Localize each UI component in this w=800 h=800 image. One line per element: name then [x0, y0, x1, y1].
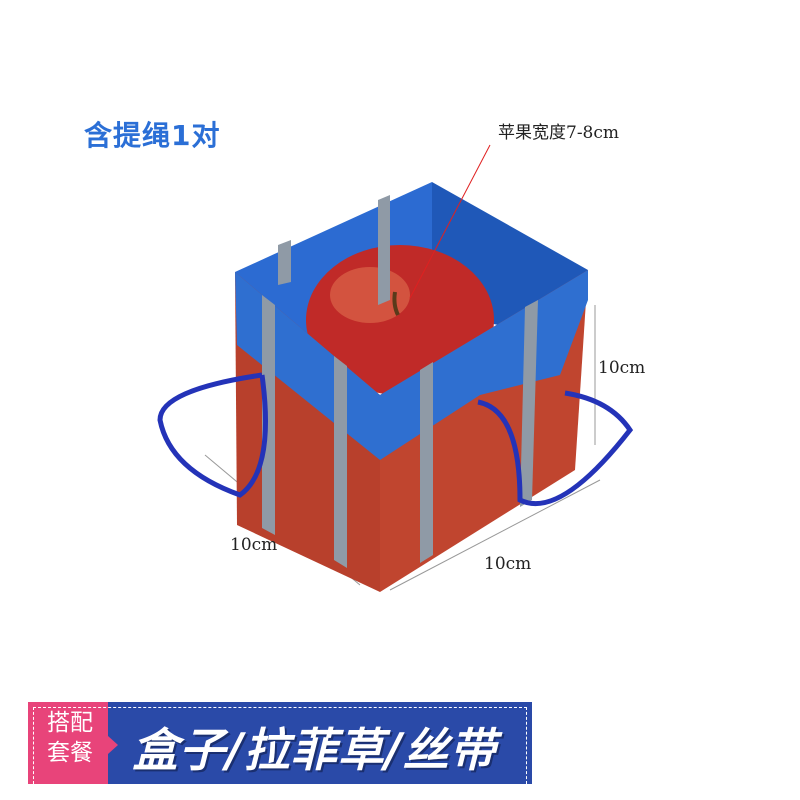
width-label: 10cm: [484, 554, 532, 574]
combo-line-2: 套餐: [47, 740, 93, 766]
apple-width-label: 苹果宽度7-8cm: [498, 123, 620, 143]
apple-pointer-line: [409, 144, 491, 299]
depth-label: 10cm: [230, 535, 278, 555]
rope-handle-right: [477, 390, 634, 507]
dashed-border: [33, 707, 527, 784]
page-title: 含提绳1对: [84, 119, 221, 152]
width-dimension-line: [389, 479, 601, 591]
package-banner: 搭配 套餐 盒子/拉菲草/丝带: [28, 702, 532, 784]
combo-badge: [28, 702, 118, 784]
combo-label: 搭配 套餐: [38, 708, 102, 768]
rope-handle-left: [157, 372, 268, 498]
combo-line-1: 搭配: [47, 710, 93, 736]
height-label: 10cm: [598, 358, 646, 378]
package-items: 盒子/拉菲草/丝带: [132, 723, 497, 777]
